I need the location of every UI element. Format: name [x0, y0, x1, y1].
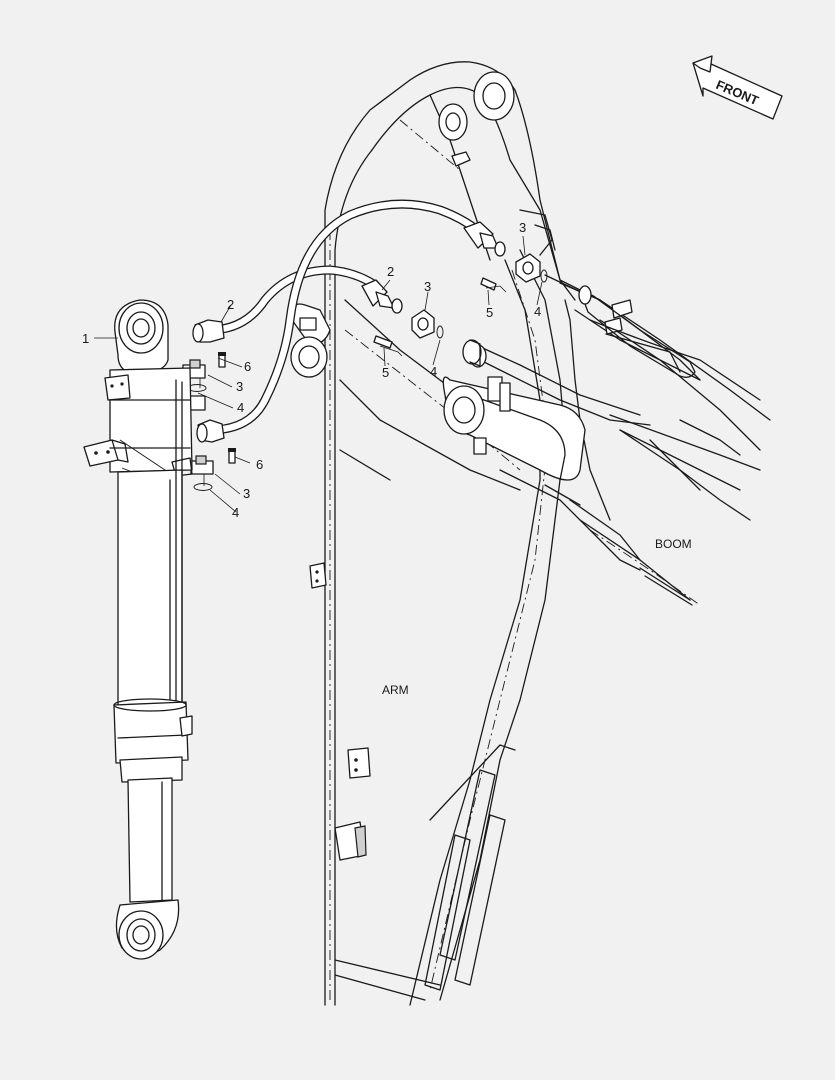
callout-5-arm-lower: 5	[382, 365, 389, 380]
arm-pad-upper	[309, 562, 327, 589]
callout-3-arm-lower: 3	[424, 279, 431, 294]
hose-fittings	[192, 221, 506, 443]
callout-6-lower: 6	[256, 457, 263, 472]
arm-pad-mid	[347, 747, 371, 779]
callout-2-arm: 2	[387, 264, 394, 279]
callout-2-cylinder: 2	[227, 297, 234, 312]
boom-label: BOOM	[655, 537, 692, 551]
hydraulic-cylinder	[83, 299, 193, 960]
boom-cylinder-pipe	[462, 274, 601, 367]
callout-4-upper: 4	[237, 400, 244, 415]
callout-6-upper: 6	[244, 359, 251, 374]
bolt-upper	[480, 277, 497, 291]
arm-side-flanges	[373, 253, 548, 357]
arm-structure	[290, 61, 576, 1006]
callout-3-upper: 3	[236, 379, 243, 394]
callout-4-arm-upper: 4	[534, 304, 541, 319]
callout-numbers: 1 2 6 3 4 6 3 4 2 3 5 4 3 5 4	[82, 220, 541, 520]
callout-3-lower: 3	[243, 486, 250, 501]
callout-4-lower: 4	[232, 505, 239, 520]
callout-1: 1	[82, 331, 89, 346]
boom-structure	[442, 279, 771, 606]
hydraulic-hoses	[205, 199, 485, 435]
front-direction-arrow: FRONT	[692, 55, 783, 120]
callout-leaders	[94, 235, 543, 513]
bolt-lower	[373, 335, 393, 349]
callout-5-arm-upper: 5	[486, 305, 493, 320]
callout-4-arm-lower: 4	[430, 364, 437, 379]
arm-label: ARM	[382, 683, 409, 697]
callout-3-arm-upper: 3	[519, 220, 526, 235]
